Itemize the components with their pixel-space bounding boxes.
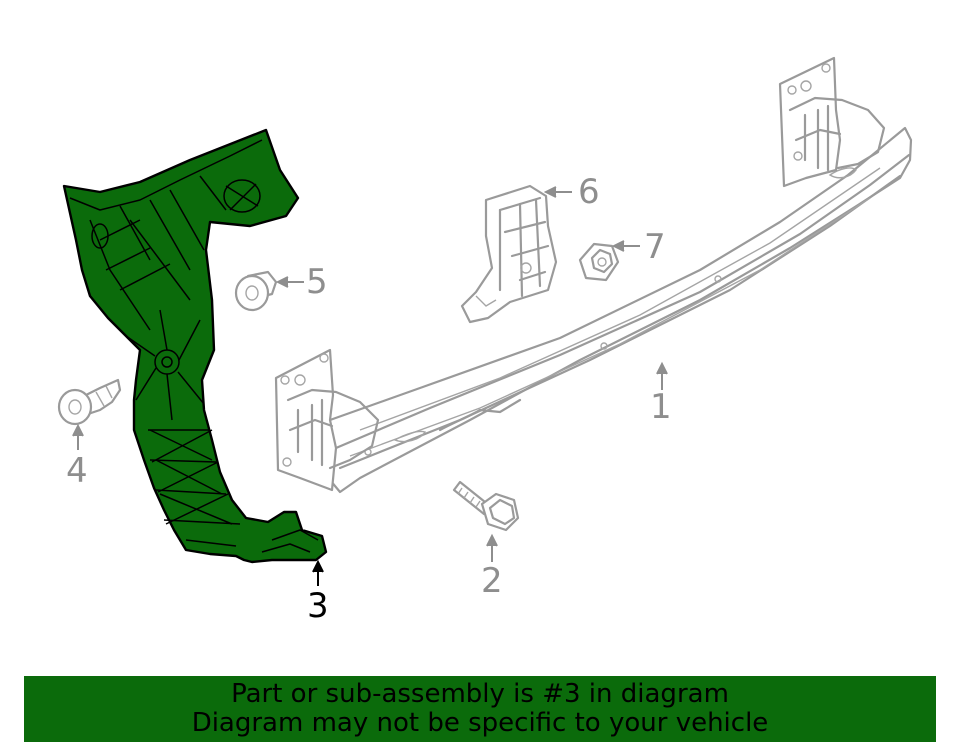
info-banner: Part or sub-assembly is #3 in diagram Di… (24, 676, 936, 742)
callout-labels: 1 2 3 4 5 6 7 (66, 172, 672, 626)
callout-1: 1 (650, 387, 672, 427)
banner-line-1: Part or sub-assembly is #3 in diagram (231, 679, 729, 709)
part-7-nut[interactable] (578, 242, 620, 282)
part-2-bolt[interactable] (452, 480, 520, 532)
callout-2: 2 (481, 561, 503, 601)
part-1-reinforcement-beam[interactable] (274, 56, 913, 494)
callout-7: 7 (644, 227, 666, 267)
part-6-bracket[interactable] (460, 184, 558, 324)
callout-5: 5 (306, 262, 328, 302)
part-5-push-pin[interactable] (234, 270, 278, 312)
part-4-push-clip[interactable] (57, 378, 122, 426)
part-3-side-bracket[interactable] (62, 128, 328, 564)
callout-4: 4 (66, 451, 88, 491)
callout-arrows (72, 186, 668, 586)
callout-3: 3 (307, 586, 329, 626)
callout-6: 6 (578, 172, 600, 212)
banner-line-2: Diagram may not be specific to your vehi… (191, 708, 769, 738)
